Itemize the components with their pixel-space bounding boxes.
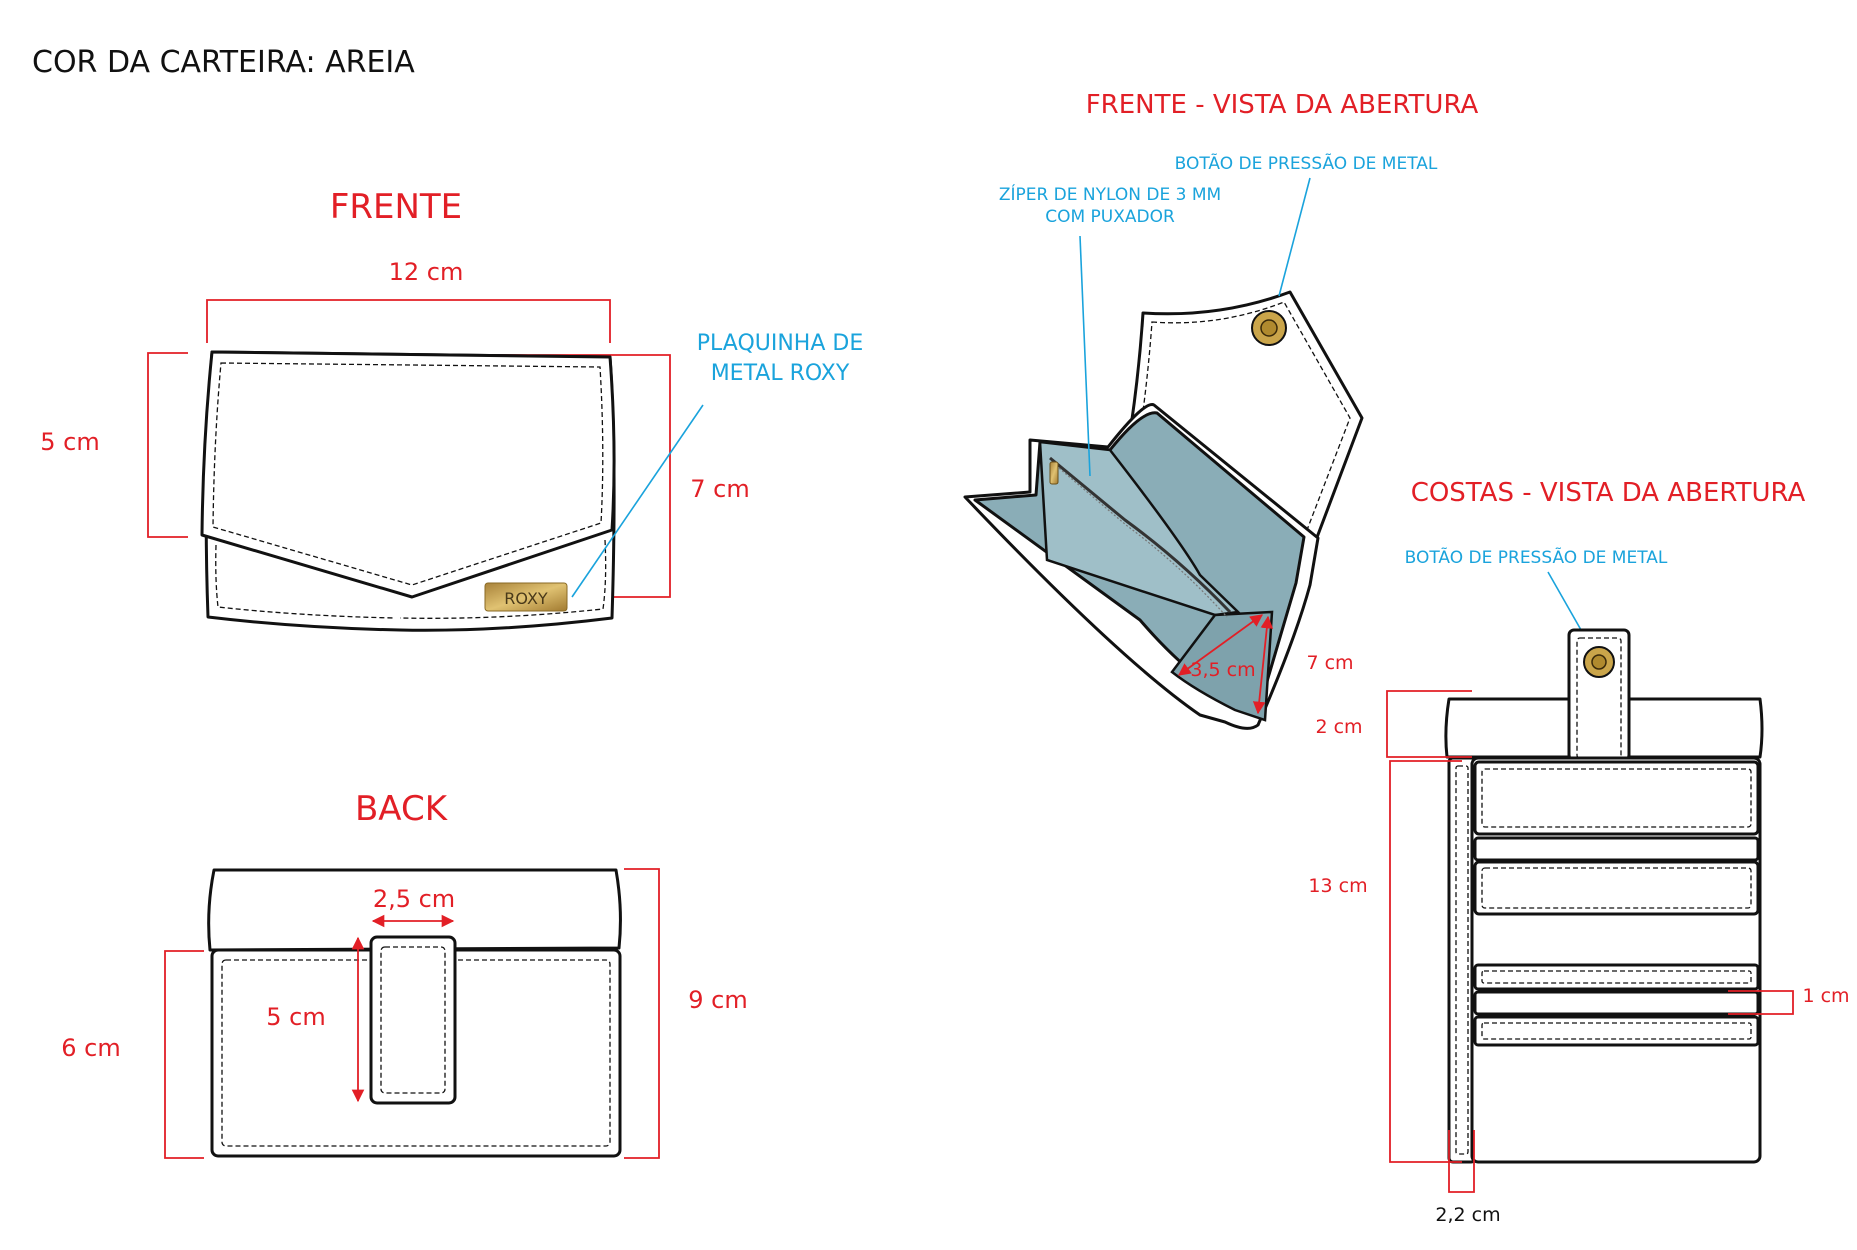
top-band-dimension [1386,690,1472,758]
card-slot-6 [1473,1015,1760,1047]
card-slot-1-stitching [1481,768,1752,828]
roxy-plate-text: ROXY [504,589,548,608]
front-width-label: 12 cm [389,258,464,286]
back-open-view: COSTAS - VISTA DA ABERTURA BOTÃO DE PRES… [1308,478,1849,1226]
roxy-plate-callout-line2: METAL ROXY [711,361,850,386]
top-band-label: 2 cm [1315,716,1362,738]
strap-length-label: 5 cm [266,1003,325,1031]
gusset-width-arrow [1177,614,1264,676]
card-slot-5 [1473,990,1760,1016]
back-title: BACK [355,789,449,829]
card-slot-4-stitching [1481,970,1752,984]
zipper-callout-line2: COM PUXADOR [1045,207,1175,227]
front-open-snap-leader [1278,177,1311,297]
card-slot-3-stitching [1481,867,1752,909]
card-slot-6-stitching [1481,1022,1752,1040]
zipper-line [1049,456,1232,614]
front-body-stitching-left [215,544,396,619]
back-strap-stitching [380,946,446,1094]
strap-width-label: 2,5 cm [373,885,455,913]
flap-snap-center [1260,319,1278,337]
zipper-callout-line1: ZÍPER DE NYLON DE 3 MM [999,183,1221,205]
card-slot-2 [1473,836,1760,862]
card-slot-3 [1473,860,1760,916]
front-flap-dimension [147,352,188,538]
back-pocket-stitching [221,959,611,1147]
roxy-metal-plate [484,582,568,612]
back-open-title: COSTAS - VISTA DA ABERTURA [1411,478,1806,508]
back-open-snap-callout: BOTÃO DE PRESSÃO DE METAL [1405,546,1668,568]
back-open-spine-stitching [1455,765,1469,1155]
tab-snap-center [1591,654,1607,670]
gusset-height-label: 7 cm [1306,652,1353,674]
back-pocket-height-label: 6 cm [61,1034,120,1062]
back-open-height-label: 13 cm [1308,875,1367,897]
front-width-dimension [206,299,611,343]
front-wallet-flap [200,350,616,599]
wallet-color-label: COR DA CARTEIRA: AREIA [32,45,415,80]
front-open-snap-callout: BOTÃO DE PRESSÃO DE METAL [1175,152,1438,174]
front-body-stitching [399,539,607,619]
zipper-teeth [1052,462,1228,618]
slot-label: 1 cm [1802,985,1849,1007]
roxy-plate-callout-line1: PLAQUINHA DE [697,331,863,356]
back-height-label: 9 cm [688,986,747,1014]
back-view: BACK 2,5 cm 5 cm 6 cm 9 cm [61,789,748,1159]
gusset-width-label: 3,5 cm [1190,659,1255,681]
zipper-leader [1079,235,1091,477]
roxy-plate-leader [571,404,704,598]
back-height-dimension [624,868,660,1159]
back-pocket-height-dimension [164,950,204,1159]
front-title: FRENTE [330,187,462,227]
front-view: FRENTE 12 cm 5 cm 7 cm ROXY PLAQUINHA DE… [40,187,863,632]
gusset-height-arrow [1252,615,1274,715]
back-closure-strap [369,935,457,1105]
slot-dimension [1728,990,1794,1015]
spine-dimension [1448,1130,1475,1193]
card-slot-4 [1473,963,1760,991]
back-open-height-dimension [1389,760,1462,1163]
card-slot-1 [1473,760,1760,836]
front-open-title: FRENTE - VISTA DA ABERTURA [1086,90,1479,120]
front-flap-stitching [212,362,604,586]
back-top-band [207,868,622,952]
front-open-view: FRENTE - VISTA DA ABERTURA ZÍPER DE NYLO… [963,90,1479,730]
front-height-label: 7 cm [690,475,749,503]
spine-label: 2,2 cm [1435,1204,1500,1226]
front-flap-label: 5 cm [40,428,99,456]
zipper-pull [1049,461,1059,485]
